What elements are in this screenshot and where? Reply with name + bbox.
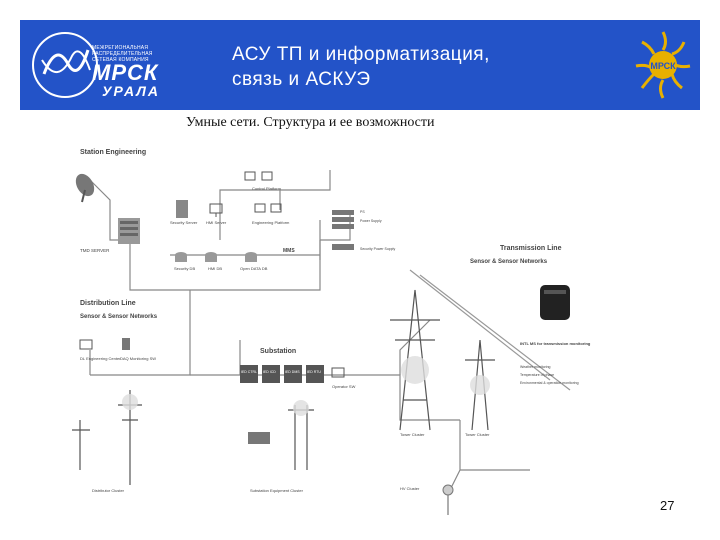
tower-cluster-marker-icon-2 <box>470 375 490 395</box>
label-ied-1: IED CTRL <box>241 370 257 374</box>
label-substation-cluster: Substation Equipment Cluster <box>250 488 304 493</box>
section-transmission-sensors: Sensor & Sensor Networks <box>470 259 548 265</box>
engineering-platform-icon <box>254 203 282 213</box>
label-tmd-server: TMD SERVER <box>80 248 110 253</box>
label-hmi-server: HMI Server <box>206 220 227 225</box>
section-distribution-line: Distribution Line <box>80 300 136 307</box>
label-distributor-cluster: Distributor Cluster <box>92 488 125 493</box>
distribution-cluster-marker-icon <box>122 394 138 410</box>
network-lines <box>89 170 530 491</box>
logo-emblem-icon <box>32 32 98 98</box>
label-security-power-supply: Security Power Supply <box>360 247 395 251</box>
label-ps: PS <box>360 210 365 214</box>
sensor-device-icon <box>540 285 570 320</box>
security-server-icon <box>176 200 188 218</box>
logo-right-text: МРСК <box>650 61 676 71</box>
label-tower-cluster-2: Tower Cluster <box>465 432 490 437</box>
operator-pc-icon <box>331 367 345 378</box>
product-title: INTL MS for transmission monitoring <box>520 341 591 346</box>
label-ied-4: IED RTU <box>307 370 321 374</box>
smart-grid-diagram: Station Engineering Distribution Line Se… <box>72 149 591 515</box>
hv-line-sensor-icon <box>442 484 454 515</box>
label-control-platform: Control Platform <box>252 186 282 191</box>
label-ied-3: IED DMS <box>285 370 300 374</box>
label-tower-cluster-1: Tower Cluster <box>400 432 425 437</box>
substation-cluster-marker-icon <box>293 400 309 416</box>
hmi-monitor-icon <box>209 203 223 217</box>
sun-rays-icon <box>635 31 691 99</box>
section-substation: Substation <box>260 348 296 355</box>
logo-company-type: МЕЖРЕГИОНАЛЬНАЯ РАСПРЕДЕЛИТЕЛЬНАЯ СЕТЕВА… <box>92 45 153 63</box>
label-security-db: Security DB <box>174 266 195 271</box>
product-bullet-2: Temperature of phase <box>520 373 554 377</box>
label-engineering-platform: Engineering Platform <box>252 220 290 225</box>
mrsk-urala-logo: МЕЖРЕГИОНАЛЬНАЯ РАСПРЕДЕЛИТЕЛЬНАЯ СЕТЕВА… <box>32 30 207 100</box>
label-hmi-db: HMI DB <box>208 266 222 271</box>
label-open-db: Open DATA DB <box>240 266 268 271</box>
power-supply-rack-icon <box>332 210 354 250</box>
database-icons <box>175 252 257 262</box>
label-mms: MMS <box>283 248 295 254</box>
slide-subtitle: Умные сети. Структура и ее возможности <box>186 115 435 130</box>
tower-cluster-marker-icon <box>401 356 429 384</box>
product-bullet-3: Environmental & operation monitoring <box>520 381 579 385</box>
page-title: АСУ ТП и информатизация, связь и АСКУЭ <box>232 44 490 90</box>
section-distribution-sensors: Sensor & Sensor Networks <box>80 314 158 320</box>
satellite-dish-icon <box>75 173 95 203</box>
header-banner: МЕЖРЕГИОНАЛЬНАЯ РАСПРЕДЕЛИТЕЛЬНАЯ СЕТЕВА… <box>20 20 700 110</box>
product-bullet-1: Weather monitoring <box>520 365 551 369</box>
label-dl-center: DL Engineering Center <box>80 356 121 361</box>
label-ied-2: IED ICD <box>263 370 276 374</box>
label-operator-sw: Operator SW <box>332 384 356 389</box>
label-daq-sw: DAQ Monitoring SW <box>120 356 156 361</box>
tmd-server-icon <box>118 218 140 244</box>
logo-brand-text: МРСК <box>92 60 159 85</box>
section-transmission-line: Transmission Line <box>500 245 562 252</box>
label-security-server: Security Server <box>170 220 198 225</box>
dl-center-computer-icon <box>79 338 130 350</box>
control-platform-icon <box>244 171 273 181</box>
label-hv-cluster: HV Cluster <box>400 486 420 491</box>
label-power-supply: Power Supply <box>360 219 382 223</box>
logo-region-text: УРАЛА <box>102 83 160 99</box>
section-station-engineering: Station Engineering <box>80 149 146 156</box>
page-number: 27 <box>660 498 675 513</box>
mrsk-sun-logo: МРСК <box>632 28 694 102</box>
ied-boxes <box>240 365 324 383</box>
